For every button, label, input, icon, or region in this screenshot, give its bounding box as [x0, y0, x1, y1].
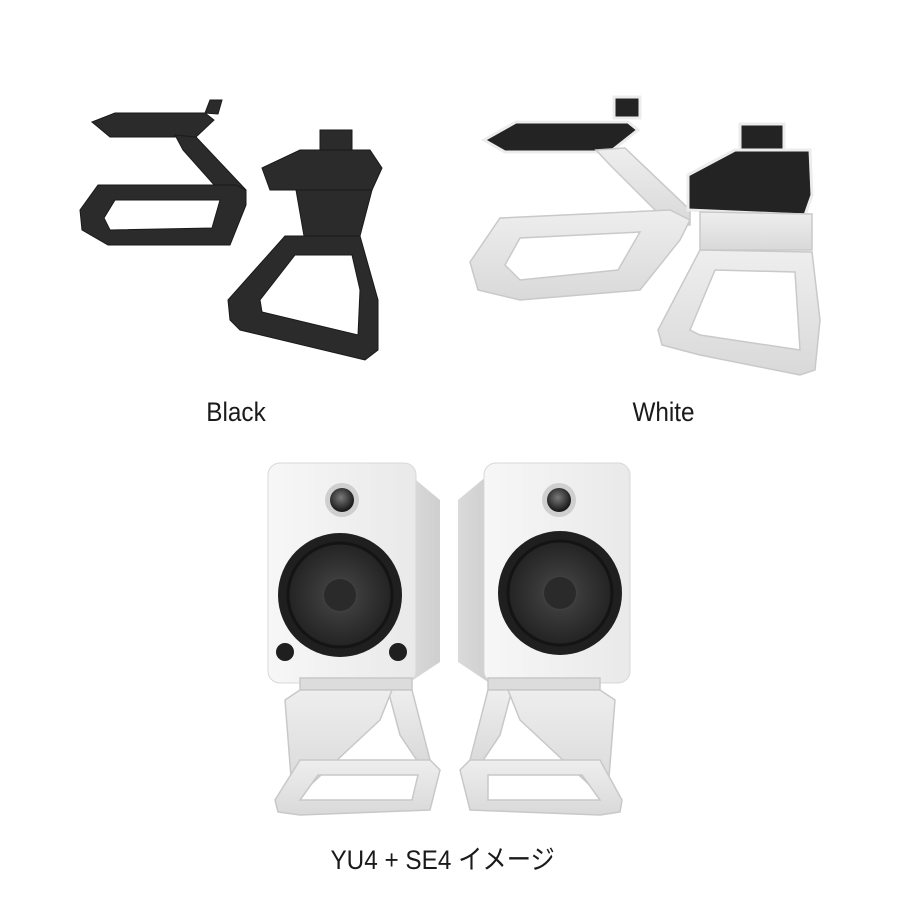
caption-white: White	[632, 397, 695, 427]
speaker-pair	[267, 462, 631, 816]
white-stand-left	[469, 95, 692, 301]
white-stand-right	[657, 122, 821, 376]
black-stand-pair	[79, 99, 383, 361]
speaker-right	[458, 462, 631, 684]
speaker-left	[267, 462, 440, 684]
caption-yu4-se4: YU4 + SE4 イメージ	[330, 845, 555, 875]
white-stand-pair	[469, 95, 821, 376]
black-stand-left	[79, 99, 247, 246]
black-stand-right	[227, 129, 383, 361]
speaker-stand-right	[459, 677, 623, 816]
caption-black: Black	[206, 397, 266, 427]
speaker-stand-left	[274, 677, 441, 816]
